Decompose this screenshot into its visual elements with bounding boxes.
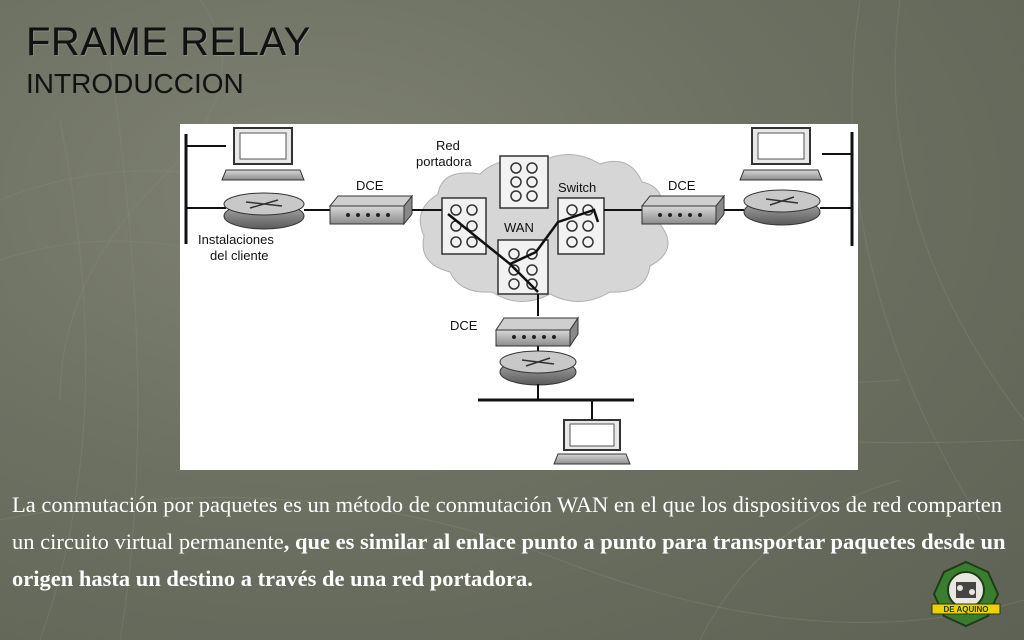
body-text-normal: La conmutación por paquetes es un método…: [12, 492, 1002, 554]
bottom-computer-icon: [553, 419, 631, 465]
left-computer-icon: [221, 127, 305, 181]
dce-right-label: DCE: [668, 178, 696, 193]
dce-bottom-icon: [495, 316, 579, 348]
school-logo: DE AQUINO: [931, 560, 1001, 628]
client-label-line2: del cliente: [210, 248, 269, 263]
left-router-icon: [223, 192, 305, 230]
dce-left-icon: [328, 194, 414, 226]
carrier-label-line1: Red: [436, 138, 460, 153]
title-block: FRAME RELAY INTRODUCCION: [26, 20, 311, 100]
switch-label: Switch: [558, 180, 596, 195]
dce-right-icon: [640, 194, 726, 226]
slide-subtitle: INTRODUCCION: [26, 68, 244, 99]
switch-right-icon: [557, 197, 605, 255]
network-diagram: Instalaciones del cliente DCE Red portad…: [180, 124, 858, 470]
switch-top-icon: [499, 155, 549, 209]
right-computer-icon: [739, 127, 823, 181]
dce-bottom-label: DCE: [450, 318, 478, 333]
bottom-router-icon: [499, 350, 577, 386]
right-router-icon: [743, 189, 821, 226]
body-text-bold: , que es similar al enlace punto a punto…: [12, 529, 1006, 591]
slide-title: FRAME RELAY: [26, 20, 311, 64]
body-paragraph: La conmutación por paquetes es un método…: [12, 486, 1014, 597]
logo-ribbon-text: DE AQUINO: [943, 605, 988, 614]
virtual-circuit-path: [447, 208, 600, 266]
client-label-line1: Instalaciones: [198, 232, 274, 247]
carrier-label-line2: portadora: [416, 154, 472, 169]
switch-bottom-icon: [497, 239, 549, 295]
dce-left-label: DCE: [356, 178, 384, 193]
wan-label: WAN: [504, 220, 534, 235]
